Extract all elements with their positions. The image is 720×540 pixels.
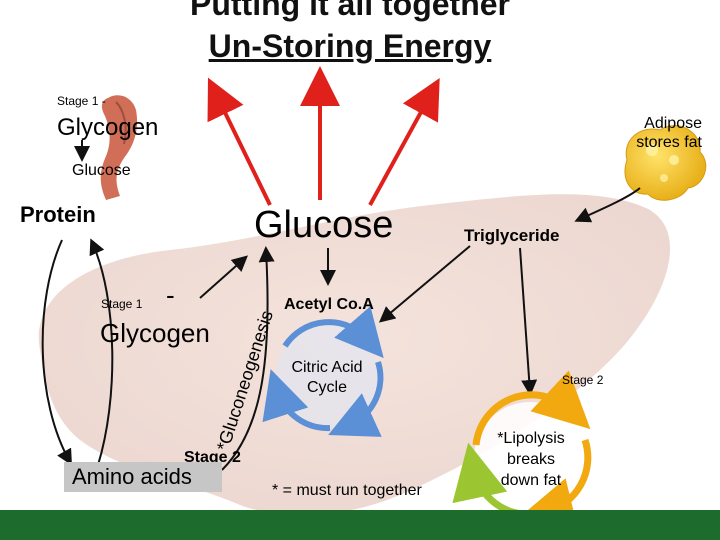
liver-stage-dash: -: [166, 280, 175, 310]
triglyceride-label: Triglyceride: [464, 226, 560, 245]
lipolysis-label: *Lipolysis breaks down fat: [497, 430, 565, 489]
muscle-glucose-label: Glucose: [72, 162, 131, 179]
glucose-center-label: Glucose: [254, 204, 394, 246]
footer-bar: [0, 510, 720, 540]
footnote-label: * = must run together: [272, 482, 422, 499]
arrow-triglyceride-to-acetyl: [378, 245, 471, 323]
muscle-arm-illustration: [100, 95, 138, 200]
stage2-left-label: Stage 2: [184, 449, 241, 466]
stage2-right-label: Stage 2: [562, 373, 604, 387]
muscle-glycogen-label: Glycogen: [57, 114, 159, 141]
title-line1: Putting it all together: [190, 0, 510, 22]
adipose-label: Adipose stores fat: [636, 115, 702, 151]
liver-glycogen-label: Glycogen: [100, 318, 210, 348]
amino-acids-label: Amino acids: [64, 462, 222, 492]
liver-stage-label: Stage 1: [101, 297, 143, 311]
arrow-triglyceride-to-lipolysis: [519, 247, 538, 396]
arrow-adipose-to-triglyceride: [574, 187, 641, 223]
adipose-fat-illustration: [624, 125, 707, 201]
title-line2: Un-Storing Energy: [208, 28, 492, 64]
red-arrow-left: [207, 77, 272, 206]
lipolysis-ring: [452, 370, 592, 533]
arrow-protein-to-amino: [41, 239, 72, 466]
arrow-amino-to-protein: [89, 238, 114, 466]
protein-label: Protein: [20, 202, 96, 227]
citric-acid-label: Citric Acid Cycle: [291, 359, 363, 396]
acetyl-coa-label: Acetyl Co.A: [284, 296, 374, 313]
citric-acid-cycle-ring: [262, 306, 384, 437]
red-arrow-right: [368, 77, 440, 206]
arrow-gluconeogenesis: [221, 246, 275, 471]
muscle-stage-label: Stage 1 -: [57, 94, 106, 108]
arrow-liver-glycogen-to-glucose: [199, 255, 248, 299]
